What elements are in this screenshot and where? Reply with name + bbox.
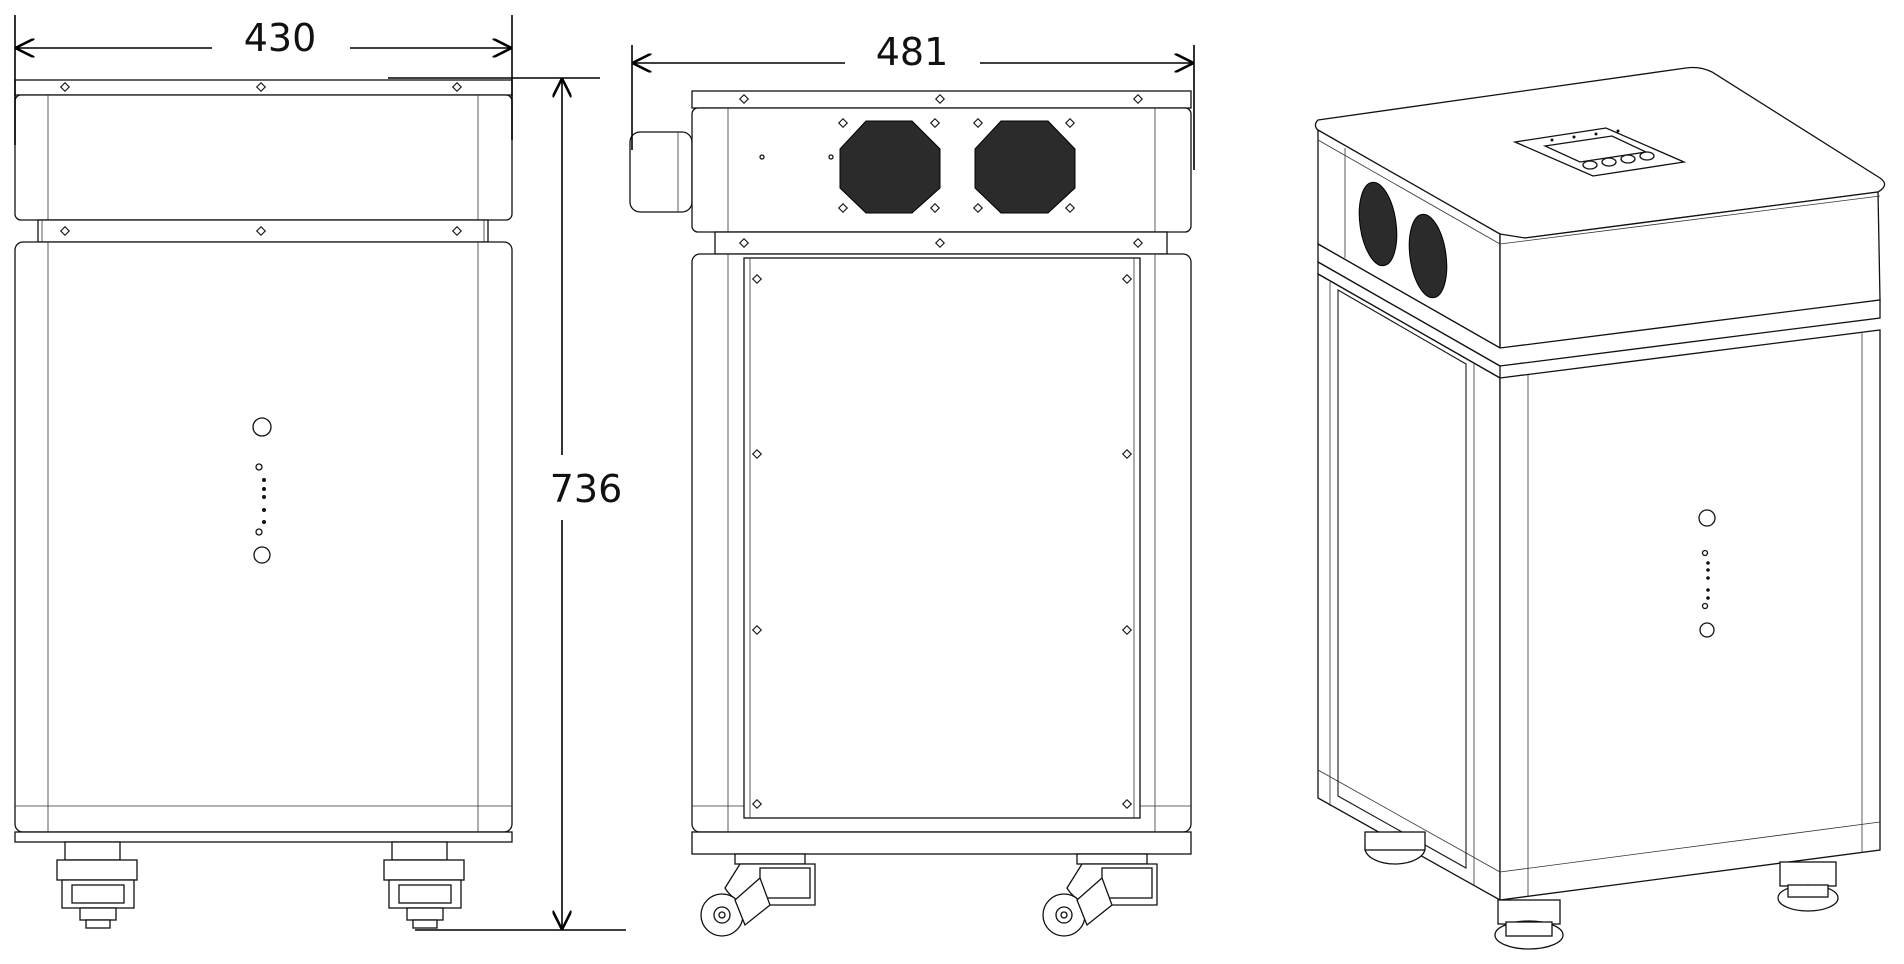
isometric-view: [1314, 66, 1886, 950]
iso-foot-front: [1494, 899, 1564, 950]
iso-fan-left: [1358, 181, 1398, 267]
iso-fan-right: [1408, 213, 1448, 299]
side-view: 481: [629, 30, 1195, 937]
fan-grille-right: [972, 117, 1076, 214]
iso-foot-left: [1364, 831, 1426, 865]
front-lid-screws: [59, 81, 463, 93]
side-panel-screws: [751, 273, 1133, 810]
dimension-label-736: 736: [550, 467, 623, 511]
iso-control-panel: [1698, 509, 1716, 638]
iso-foot-right: [1777, 861, 1839, 912]
display-panel: [1512, 127, 1687, 177]
front-left-foot: [56, 841, 138, 929]
side-lid-screws: [738, 93, 1144, 105]
dimension-width-front: 430: [14, 15, 513, 145]
front-right-foot: [383, 841, 465, 929]
dimension-height: 736: [388, 77, 626, 931]
dimension-width-side: 481: [631, 30, 1195, 170]
front-control-panel: [252, 417, 272, 564]
side-left-caster: [700, 853, 816, 937]
front-view: 430 736: [14, 15, 626, 931]
fan-grille-left: [837, 117, 941, 214]
dimension-label-430: 430: [244, 16, 317, 60]
side-right-caster: [1042, 853, 1158, 937]
dimension-label-481: 481: [876, 30, 949, 74]
